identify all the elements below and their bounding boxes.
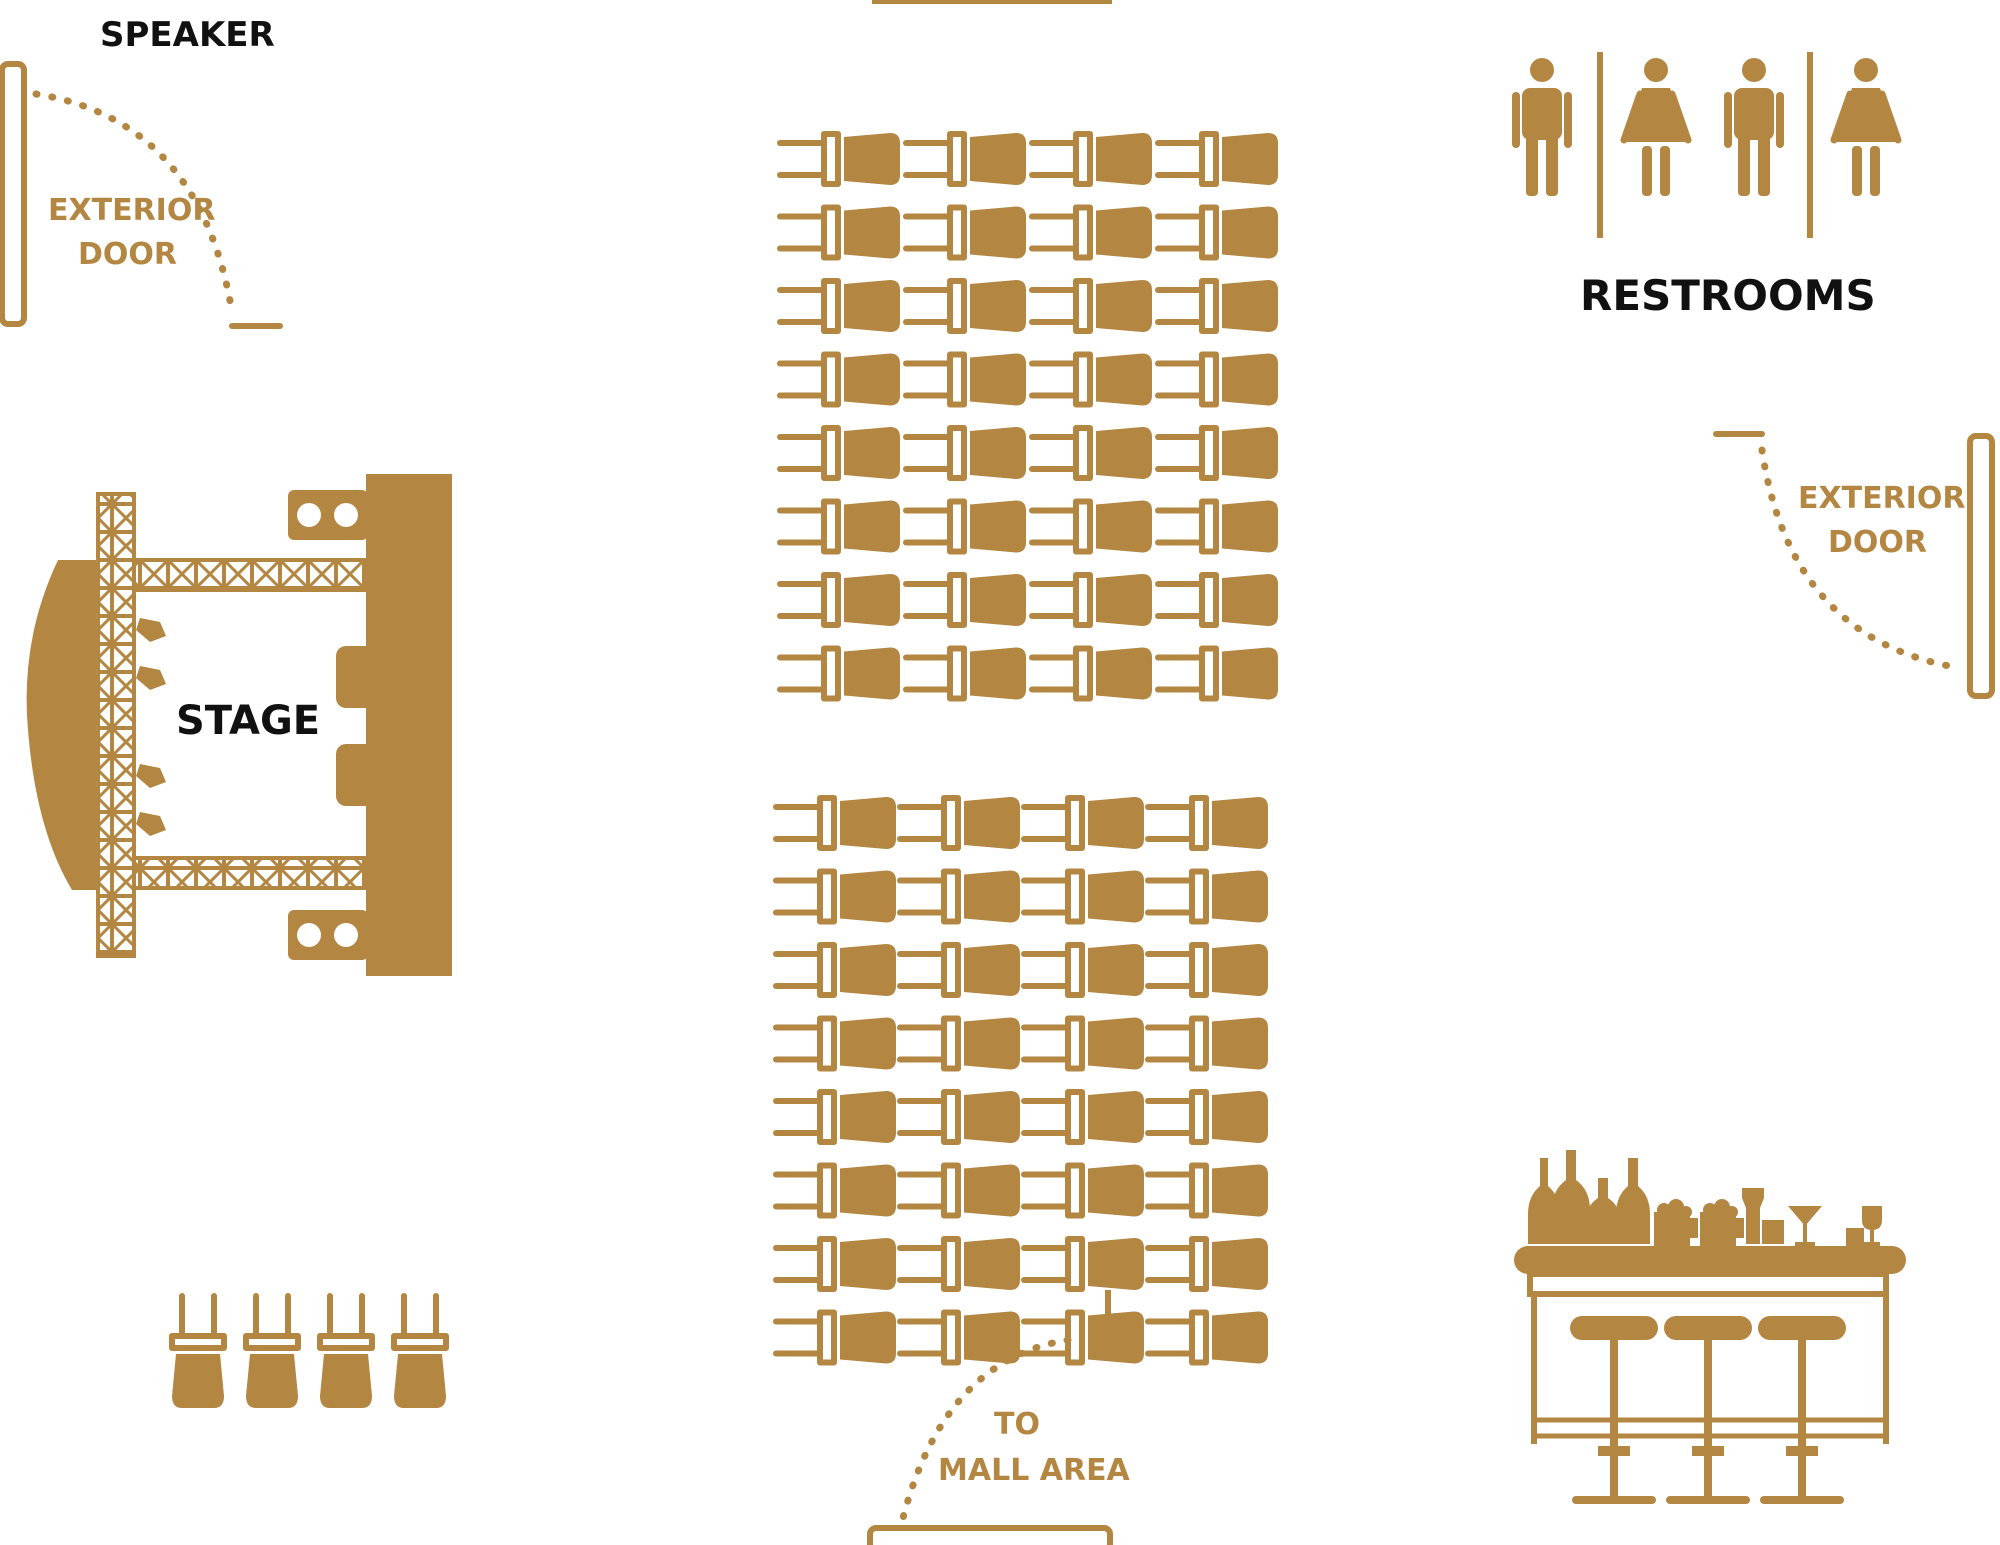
chair-icon [1032,427,1152,479]
bar-stool [1570,1316,1658,1504]
man-icon [1512,58,1572,196]
chair-icon [900,944,1020,996]
exterior-door-right-label-2: DOOR [1828,525,1927,560]
bar-stool [1758,1316,1846,1504]
top-doorway-marker [872,0,1112,4]
chair-icon [1148,797,1268,849]
seating-block-top [780,133,1278,700]
chair-icon [320,1296,372,1408]
chair-icon [1032,648,1152,700]
chair-icon [776,1312,896,1364]
chair-icon [776,797,896,849]
bar-stool [1664,1316,1752,1504]
chair-icon [1024,1091,1144,1143]
chair-icon [1148,1238,1268,1290]
chair-icon [1148,871,1268,923]
chair-icon [906,280,1026,332]
exterior-door-right-label-1: EXTERIOR [1798,481,1965,516]
chair-icon [1024,871,1144,923]
chair-icon [1024,797,1144,849]
woman-icon-2 [1834,58,1898,196]
chair-icon [1158,280,1278,332]
stage-truss-icon [26,474,452,976]
seating-block-bottom [776,797,1268,1364]
chair-icon [1148,1165,1268,1217]
chair-icon [1024,1312,1144,1364]
chair-icon [394,1296,446,1408]
chair-icon [246,1296,298,1408]
chair-icon [1158,648,1278,700]
chair-icon [776,871,896,923]
chair-icon [1024,1018,1144,1070]
exterior-door-left-label-2: DOOR [78,237,177,272]
chair-icon [780,207,900,259]
chair-icon [1158,133,1278,185]
chair-icon [906,133,1026,185]
chair-icon [900,1312,1020,1364]
chair-icon [906,574,1026,626]
chair-icon [780,648,900,700]
restroom-figures [1512,52,1898,238]
stage-label: STAGE [176,698,320,744]
man-icon-2 [1724,58,1784,196]
chair-icon [1158,427,1278,479]
chair-icon [1032,207,1152,259]
chair-icon [776,1091,896,1143]
chair-icon [1024,1165,1144,1217]
chair-icon [1158,574,1278,626]
chair-icon [780,280,900,332]
chair-icon [1032,501,1152,553]
chair-icon [906,354,1026,406]
chair-icon [1024,1238,1144,1290]
chair-icon [1148,1091,1268,1143]
chair-icon [172,1296,224,1408]
bar-stools [1570,1316,1846,1504]
speaker-label: SPEAKER [100,15,275,55]
woman-icon [1624,58,1688,196]
chair-icon [780,427,900,479]
chair-icon [780,501,900,553]
chair-icon [1024,944,1144,996]
to-mall-label-1: TO [994,1407,1040,1442]
chair-icon [906,501,1026,553]
restrooms-label: RESTROOMS [1580,271,1876,320]
chair-icon [1032,354,1152,406]
chair-icon [1158,207,1278,259]
exterior-door-left-label-1: EXTERIOR [48,193,215,228]
chair-icon [780,354,900,406]
exterior-door-left [0,61,283,329]
side-chair-row [172,1296,446,1408]
chair-icon [906,207,1026,259]
chair-icon [780,574,900,626]
chair-icon [1032,574,1152,626]
chair-icon [776,1238,896,1290]
bar-counter-icon [1514,1150,1906,1504]
chair-icon [906,427,1026,479]
exterior-door-right [1713,431,1995,699]
chair-icon [780,133,900,185]
chair-icon [1032,280,1152,332]
chair-icon [900,1018,1020,1070]
chair-icon [900,797,1020,849]
chair-icon [776,1165,896,1217]
chair-icon [900,1238,1020,1290]
chair-icon [900,1091,1020,1143]
chair-icon [1148,944,1268,996]
chair-icon [776,944,896,996]
chair-icon [1158,501,1278,553]
chair-icon [1032,133,1152,185]
chair-icon [900,871,1020,923]
chair-icon [1148,1312,1268,1364]
chair-icon [906,648,1026,700]
chair-icon [776,1018,896,1070]
chair-icon [1158,354,1278,406]
chair-icon [900,1165,1020,1217]
to-mall-label-2: MALL AREA [938,1453,1131,1488]
mall-area-entrance [867,1290,1113,1545]
chair-icon [1148,1018,1268,1070]
